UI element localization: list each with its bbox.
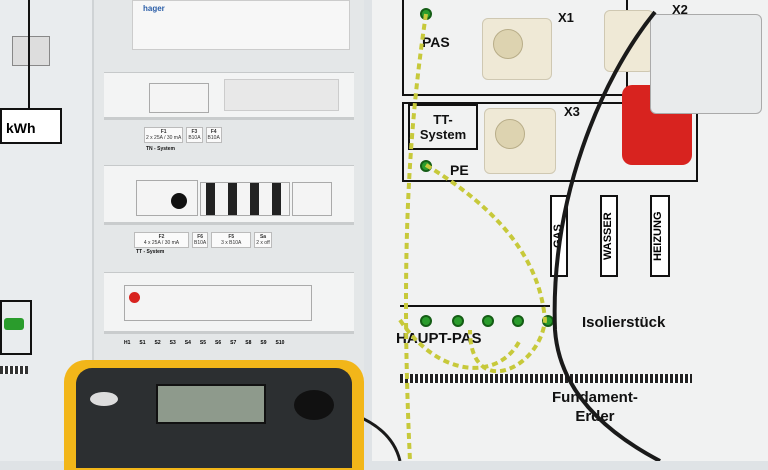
x3-label: X3 (564, 104, 580, 119)
earth-wire-1 (403, 13, 428, 461)
test-adapter-box[interactable] (650, 14, 762, 114)
pas-bar (400, 305, 550, 307)
rcd-tt[interactable] (136, 180, 198, 216)
label-s8: S8 (245, 340, 252, 346)
label-s1: S1 (139, 340, 146, 346)
label-s10: S10 (275, 340, 285, 346)
socket-x3[interactable] (484, 108, 556, 174)
x1-label: X1 (558, 10, 574, 25)
label-s7: S7 (230, 340, 237, 346)
installation-tester[interactable] (64, 360, 364, 470)
label-s2: S2 (154, 340, 161, 346)
tt-system-box: TT- System (408, 104, 478, 150)
switch-group[interactable] (292, 182, 332, 216)
wire-line (28, 0, 30, 108)
isolierstueck-label: Isolierstück (582, 314, 666, 331)
pe-label: PE (450, 162, 469, 178)
switch-row[interactable] (124, 285, 312, 321)
blank-cover (224, 79, 339, 111)
test-button[interactable] (90, 392, 118, 406)
socket-x2[interactable] (604, 10, 654, 72)
pas-label: PAS (422, 34, 450, 50)
earth-box (0, 300, 32, 355)
breaker-rail-3 (104, 272, 354, 334)
breaker-rail-2 (104, 165, 354, 225)
jack-haupt-2[interactable] (452, 315, 464, 327)
indicator-lamp-icon (129, 292, 140, 303)
jack-haupt-4[interactable] (512, 315, 524, 327)
label-h1: H1 (124, 340, 131, 346)
tn-system-label: TN - System (146, 146, 175, 152)
training-board: PAS X1 X2 TT- System X3 PE GAS WASSER HE… (372, 0, 768, 461)
brand-logo: hager (143, 4, 165, 13)
x2-label: X2 (672, 2, 688, 17)
label-s9: S9 (260, 340, 267, 346)
tt-system-label: TT - System (136, 249, 165, 255)
rotary-dial[interactable] (294, 390, 334, 420)
breaker-rail-1 (104, 72, 354, 120)
black-test-lead (552, 10, 661, 461)
earth-wire-3 (398, 318, 522, 370)
green-terminal (4, 318, 24, 330)
tester-face (76, 368, 352, 468)
earth-wire-2 (424, 163, 548, 374)
mcb-group[interactable] (200, 182, 290, 216)
knob-icon (171, 193, 187, 209)
socket-x1[interactable] (482, 18, 552, 80)
row3-labels: H1 S1 S2 S3 S4 S5 S6 S7 S8 S9 S10 (124, 340, 284, 346)
rcd-breaker[interactable] (149, 83, 209, 113)
label-s6: S6 (215, 340, 222, 346)
jack-haupt-3[interactable] (482, 315, 494, 327)
label-s4: S4 (184, 340, 191, 346)
label-s3: S3 (169, 340, 176, 346)
fuse-holder (12, 36, 50, 66)
label-s5: S5 (199, 340, 207, 346)
tester-display (156, 384, 266, 424)
kwh-meter-label: kWh (0, 108, 62, 144)
haupt-pas-label: HAUPT-PAS (396, 330, 482, 347)
hatch-bar (0, 366, 28, 374)
tt-frame (402, 102, 698, 182)
foundation-hatch (400, 374, 692, 383)
jack-haupt-1[interactable] (420, 315, 432, 327)
